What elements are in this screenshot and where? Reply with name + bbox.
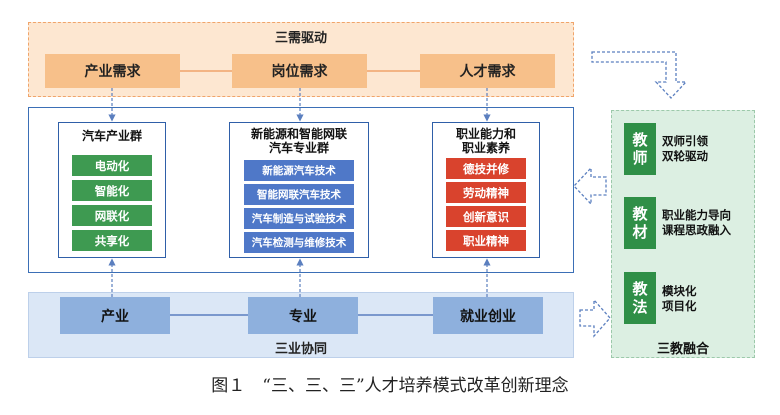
talent-demand-box: 人才需求 bbox=[420, 54, 555, 88]
connectivity-item: 网联化 bbox=[72, 205, 152, 226]
demand-drive-title: 三需驱动 bbox=[274, 30, 327, 46]
method-text: 模块化 项目化 bbox=[662, 284, 697, 313]
textbook-text: 职业能力导向 课程思政融入 bbox=[662, 208, 731, 237]
teacher-badge: 教 师 bbox=[624, 123, 656, 175]
method-badge: 教 法 bbox=[624, 272, 656, 324]
industry-collaboration-title: 三业协同 bbox=[274, 341, 327, 357]
electrification-item: 电动化 bbox=[72, 155, 152, 176]
auto-industry-title: 汽车产业群 bbox=[81, 129, 142, 143]
manufacturing-tech-item: 汽车制造与试验技术 bbox=[244, 208, 354, 229]
teaching-integration-title: 三教融合 bbox=[656, 341, 709, 357]
maintenance-tech-item: 汽车检测与维修技术 bbox=[244, 232, 354, 253]
textbook-badge: 教 材 bbox=[624, 197, 656, 249]
figure-caption: 图１ “三、三、三”人才培养模式改革创新理念 bbox=[211, 375, 569, 396]
arrow-right-bottom bbox=[579, 298, 611, 338]
employment-box: 就业创业 bbox=[433, 297, 543, 334]
innovation-item: 创新意识 bbox=[446, 206, 526, 227]
arrow-left-middle bbox=[573, 166, 607, 206]
teacher-text: 双师引领 双轮驱动 bbox=[662, 134, 708, 163]
icv-tech-item: 智能网联汽车技术 bbox=[244, 184, 354, 205]
position-demand-box: 岗位需求 bbox=[232, 54, 367, 88]
intelligence-item: 智能化 bbox=[72, 180, 152, 201]
bent-arrow-top bbox=[591, 51, 688, 99]
sharing-item: 共享化 bbox=[72, 230, 152, 251]
labor-spirit-item: 劳动精神 bbox=[446, 182, 526, 203]
major-box: 专业 bbox=[248, 297, 358, 334]
virtue-skill-item: 德技并修 bbox=[446, 158, 526, 179]
competency-title: 职业能力和 职业素养 bbox=[455, 127, 516, 155]
industry-box: 产业 bbox=[60, 297, 170, 334]
nev-major-title: 新能源和智能网联 汽车专业群 bbox=[250, 127, 347, 155]
industry-demand-box: 产业需求 bbox=[45, 54, 180, 88]
professional-spirit-item: 职业精神 bbox=[446, 230, 526, 251]
nev-tech-item: 新能源汽车技术 bbox=[244, 160, 354, 181]
